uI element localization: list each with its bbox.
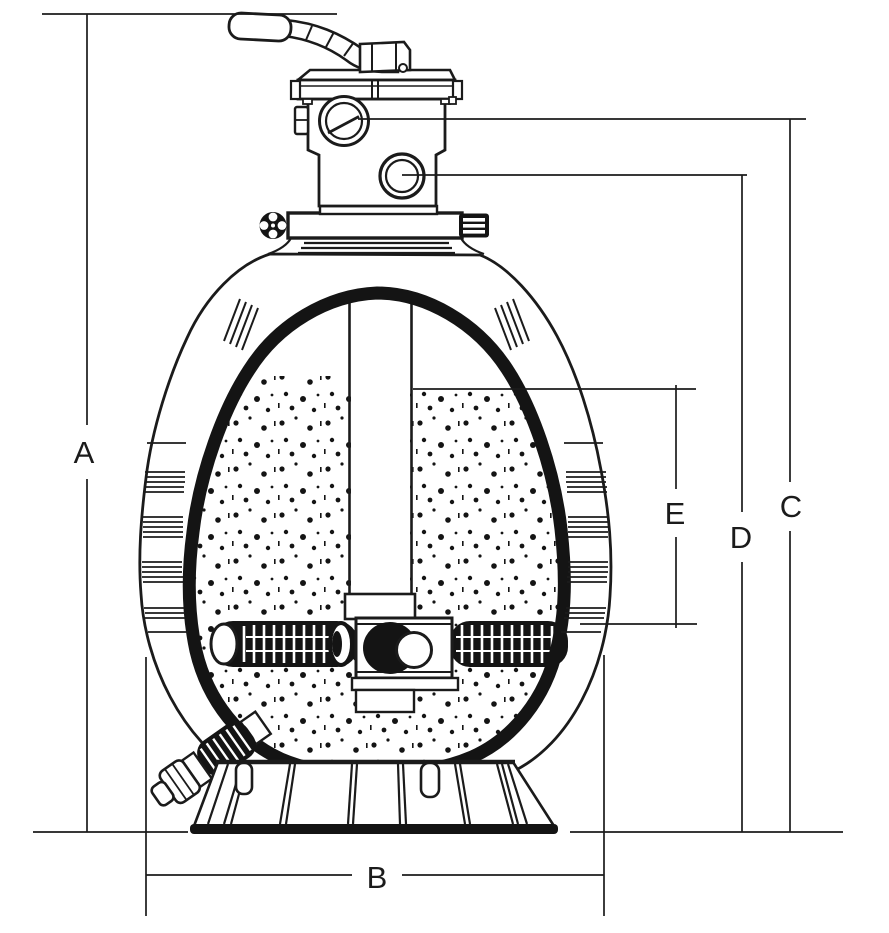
lateral-pipe-right	[450, 621, 568, 667]
base-clip-left	[234, 761, 254, 796]
base-bottom-edge	[190, 824, 558, 834]
lateral-pipe-left	[209, 621, 358, 667]
dimension-c-label: C	[780, 489, 802, 524]
dimension-lines	[33, 13, 843, 916]
tank-clamp	[259, 211, 489, 256]
valve-flange	[296, 78, 457, 101]
hub-port	[395, 631, 433, 669]
base-vents	[206, 763, 529, 825]
dimension-b-label: B	[367, 860, 388, 895]
dimension-a-label: A	[74, 435, 95, 470]
hub-flange	[350, 676, 460, 692]
neck-flare	[267, 237, 485, 256]
dimension-d	[402, 174, 747, 832]
tank-side-ribs	[142, 298, 608, 633]
dimension-e-label: E	[665, 496, 686, 531]
dimension-label-group: A B C D E	[74, 435, 803, 895]
base-clip-right	[419, 761, 441, 799]
pressure-gauge-port	[318, 95, 370, 147]
hub-foot	[354, 688, 416, 714]
clamp-coupler	[459, 213, 489, 238]
standpipe-coupling	[343, 592, 417, 621]
lateral-open-end	[209, 622, 239, 666]
side-port	[378, 152, 426, 200]
standpipe	[343, 294, 417, 621]
rib-band-right	[561, 442, 608, 633]
handle-clevis	[358, 40, 412, 74]
handle-grip	[227, 11, 293, 43]
dimension-a	[42, 13, 337, 832]
base-pedestal	[190, 759, 558, 834]
lateral-assembly	[209, 616, 568, 714]
shoulder-hatch-right	[494, 298, 530, 351]
valve-handle	[227, 11, 412, 74]
dimension-e	[413, 385, 697, 628]
dimension-d-label: D	[730, 520, 752, 555]
shoulder-hatch-left	[223, 298, 259, 351]
clamp-knob	[259, 212, 287, 239]
dimension-b	[145, 655, 605, 916]
dimension-c	[358, 118, 806, 832]
clamp-band	[286, 211, 464, 240]
multiport-valve	[289, 68, 464, 216]
lateral-hub	[350, 616, 460, 714]
rib-band-left	[142, 442, 188, 633]
